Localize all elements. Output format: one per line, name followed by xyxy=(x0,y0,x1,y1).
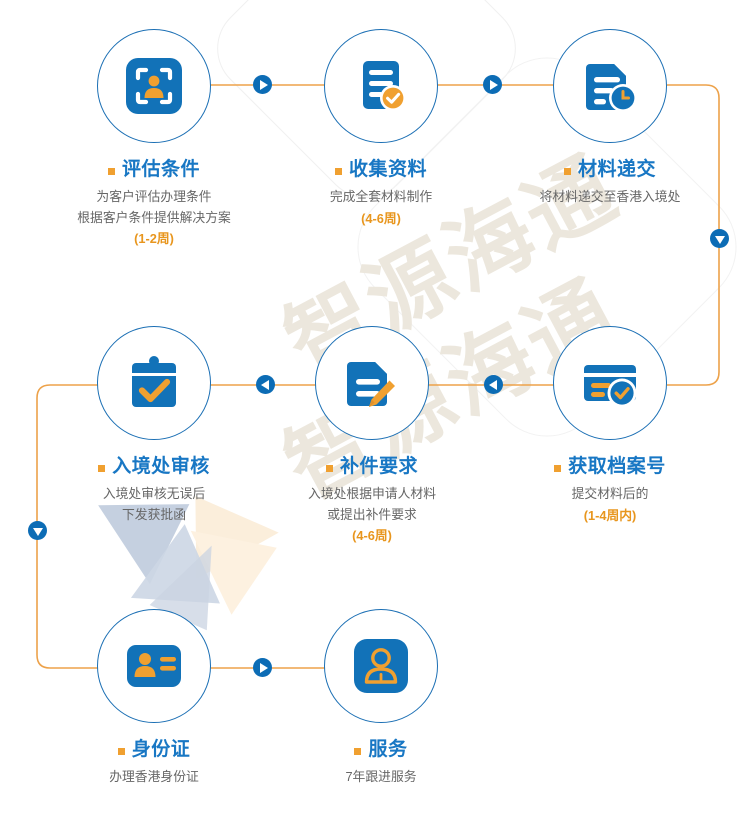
bullet-square-icon xyxy=(107,167,115,175)
arrow-marker-collect-to-submit xyxy=(483,75,502,94)
node-title-row: 材料递交 xyxy=(510,159,710,181)
arrow-marker-review-to-idcard xyxy=(28,521,47,540)
pencil-shape xyxy=(369,380,395,407)
id-scan-person-icon xyxy=(126,58,182,114)
flow-node-evaluate-conditions[interactable]: 评估条件 为客户评估办理条件 根据客户条件提供解决方案 (1-2周) xyxy=(54,29,254,250)
document-check-icon xyxy=(363,61,406,111)
arrow-marker-submit-to-filenumber xyxy=(710,229,729,248)
node-description-line: 提交材料后的 xyxy=(571,485,649,501)
id-card-person-icon xyxy=(127,645,181,687)
bullet-square-icon xyxy=(563,167,571,175)
bullet-square-icon xyxy=(117,747,125,755)
node-description-line: 或提出补件要求 xyxy=(327,506,417,522)
bullet-square-icon xyxy=(325,464,333,472)
clipboard-check-icon xyxy=(132,356,176,407)
node-icon-ring xyxy=(97,29,211,143)
node-icon-ring xyxy=(97,609,211,723)
bullet-square-icon xyxy=(98,464,106,472)
flow-node-id-card[interactable]: 身份证 办理香港身份证 xyxy=(54,609,254,789)
arrow-marker-filenumber-to-supplement xyxy=(484,375,503,394)
arrow-marker-supplement-to-review xyxy=(256,375,275,394)
node-icon-ring xyxy=(324,29,438,143)
node-title-row: 身份证 xyxy=(54,739,254,761)
node-description: 为客户评估办理条件 根据客户条件提供解决方案 xyxy=(54,187,254,228)
arrow-marker-evaluate-to-collect xyxy=(253,75,272,94)
node-description-line: 完成全套材料制作 xyxy=(329,188,433,204)
bullet-square-icon xyxy=(354,747,362,755)
node-title-row: 收集资料 xyxy=(281,159,481,181)
node-title-text: 获取档案号 xyxy=(568,456,666,477)
node-description: 7年跟进服务 xyxy=(281,767,481,788)
node-duration: (4-6周) xyxy=(361,210,401,226)
node-title-text: 评估条件 xyxy=(121,159,200,180)
node-title-text: 服务 xyxy=(368,739,408,760)
node-title-row: 入境处审核 xyxy=(54,456,254,478)
node-description-line: 根据客户条件提供解决方案 xyxy=(77,209,231,225)
document-edit-icon xyxy=(347,362,395,407)
card-check-icon xyxy=(584,365,637,408)
flow-node-get-file-number[interactable]: 获取档案号 提交材料后的 (1-4周内) xyxy=(510,326,710,526)
node-title-text: 材料递交 xyxy=(577,159,656,180)
node-description-line: 下发获批函 xyxy=(122,506,186,522)
node-title-text: 身份证 xyxy=(131,739,191,760)
node-description-line: 7年跟进服务 xyxy=(345,768,417,784)
node-icon-ring xyxy=(315,326,429,440)
node-description-line: 为客户评估办理条件 xyxy=(96,188,212,204)
node-description: 提交材料后的 xyxy=(510,484,710,505)
node-duration: (1-4周内) xyxy=(583,507,637,523)
node-description: 将材料递交至香港入境处 xyxy=(510,187,710,208)
bullet-square-icon xyxy=(334,167,342,175)
flow-node-supplement-request[interactable]: 补件要求 入境处根据申请人材料 或提出补件要求 (4-6周) xyxy=(272,326,472,547)
flow-node-collect-materials[interactable]: 收集资料 完成全套材料制作 (4-6周) xyxy=(281,29,481,229)
flow-node-service[interactable]: 服务 7年跟进服务 xyxy=(281,609,481,789)
node-description-line: 办理香港身份证 xyxy=(109,768,199,784)
node-description: 办理香港身份证 xyxy=(54,767,254,788)
node-description-line: 将材料递交至香港入境处 xyxy=(539,188,681,204)
node-title-row: 评估条件 xyxy=(54,159,254,181)
node-icon-ring xyxy=(324,609,438,723)
node-description: 入境处审核无误后 下发获批函 xyxy=(54,484,254,525)
node-icon-ring xyxy=(97,326,211,440)
node-description-line: 入境处根据申请人材料 xyxy=(308,485,436,501)
node-title-text: 入境处审核 xyxy=(112,456,210,477)
flow-node-submit-materials[interactable]: 材料递交 将材料递交至香港入境处 xyxy=(510,29,710,209)
node-title-row: 补件要求 xyxy=(272,456,472,478)
bullet-square-icon xyxy=(554,464,562,472)
node-title-text: 补件要求 xyxy=(339,456,418,477)
node-description: 完成全套材料制作 xyxy=(281,187,481,208)
flow-node-immigration-review[interactable]: 入境处审核 入境处审核无误后 下发获批函 xyxy=(54,326,254,526)
node-duration: (1-2周) xyxy=(134,231,174,247)
node-description: 入境处根据申请人材料 或提出补件要求 xyxy=(272,484,472,525)
node-title-row: 服务 xyxy=(281,739,481,761)
arrow-marker-idcard-to-service xyxy=(253,658,272,677)
node-title-row: 获取档案号 xyxy=(510,456,710,478)
node-duration: (4-6周) xyxy=(352,528,392,544)
node-icon-ring xyxy=(553,29,667,143)
person-badge-icon xyxy=(354,639,408,693)
node-icon-ring xyxy=(553,326,667,440)
node-title-text: 收集资料 xyxy=(348,159,427,180)
node-description-line: 入境处审核无误后 xyxy=(102,485,206,501)
document-clock-icon xyxy=(586,64,637,112)
